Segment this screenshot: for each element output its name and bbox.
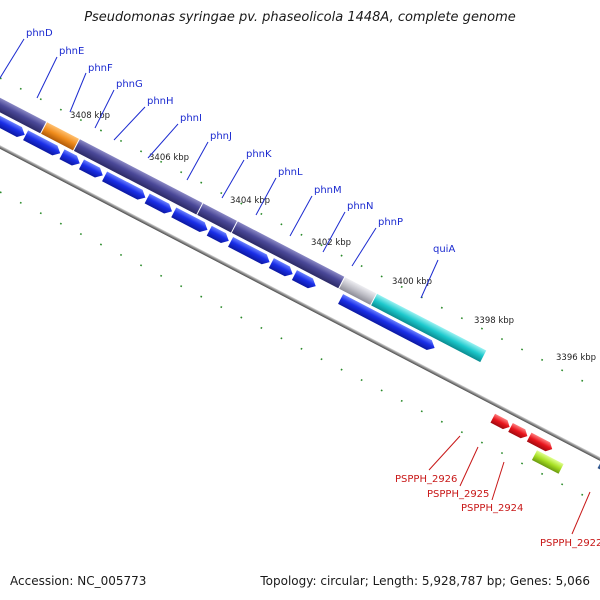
map-title: Pseudomonas syringae pv. phaseolicola 14…: [84, 10, 516, 25]
gene-label-PSPPH_2924[interactable]: PSPPH_2924: [461, 503, 523, 514]
leader-line: [221, 159, 245, 199]
scale-label: 3402 kbp: [311, 238, 351, 248]
leader-line: [186, 141, 209, 181]
leader-line: [0, 38, 25, 79]
cds-arrow[interactable]: [268, 258, 295, 279]
gene-bar-quiA[interactable]: [371, 293, 487, 363]
gene-label-phnF[interactable]: phnF: [88, 63, 113, 74]
gene-label-phnL[interactable]: phnL: [278, 167, 303, 178]
cds-arrow[interactable]: [228, 236, 272, 267]
gene-label-quiA[interactable]: quiA: [433, 244, 455, 255]
gene-label-PSPPH_2926[interactable]: PSPPH_2926: [395, 474, 457, 485]
tick-guide-lower: [0, 191, 600, 505]
leader-line: [571, 491, 591, 535]
gene-label-phnM[interactable]: phnM: [314, 185, 342, 196]
lower-leader-lines: [428, 435, 591, 535]
gene-label-phnH[interactable]: phnH: [147, 96, 174, 107]
cds-row-lower: [490, 413, 600, 487]
cds-arrow[interactable]: [59, 149, 82, 168]
cds-arrow[interactable]: [78, 159, 105, 180]
cds-arrow[interactable]: [144, 193, 175, 217]
cds-arrow[interactable]: [0, 103, 27, 140]
gene-label-phnG[interactable]: phnG: [116, 79, 143, 90]
upper-gene-labels: phnD phnE phnF phnG phnH phnI phnJ phnK …: [26, 28, 455, 255]
leader-line: [255, 177, 277, 216]
cds-arrow[interactable]: [206, 225, 232, 246]
gene-bar-phnD[interactable]: [0, 88, 47, 134]
leader-line: [322, 211, 346, 253]
genome-summary-text: Topology: circular; Length: 5,928,787 bp…: [260, 574, 590, 588]
leader-line: [69, 72, 87, 113]
genome-backbone: [0, 126, 600, 480]
leader-line: [36, 56, 58, 99]
gene-label-phnK[interactable]: phnK: [246, 149, 272, 160]
gene-row-upper: [0, 88, 487, 363]
accession-text: Accession: NC_005773: [10, 574, 147, 588]
upper-leader-lines: [0, 38, 439, 299]
gene-label-phnD[interactable]: phnD: [26, 28, 53, 39]
gene-label-phnJ[interactable]: phnJ: [210, 131, 232, 142]
cds-red-arrow[interactable]: [490, 413, 511, 432]
gene-bar-phnK[interactable]: [197, 203, 237, 233]
gene-label-phnN[interactable]: phnN: [347, 201, 374, 212]
gene-label-PSPPH_2922[interactable]: PSPPH_2922: [540, 538, 600, 549]
tick-guide-upper: [0, 77, 600, 391]
scale-label: 3406 kbp: [149, 153, 189, 163]
feature-track: [0, 88, 600, 487]
tick-guides: [0, 77, 600, 505]
leader-line: [459, 446, 479, 487]
leader-line: [420, 259, 439, 299]
leader-line: [428, 435, 461, 471]
leader-line: [289, 195, 313, 237]
gene-label-phnI[interactable]: phnI: [180, 113, 202, 124]
gene-bar-phnL-phnM[interactable]: [231, 221, 345, 289]
cds-row-upper: [0, 103, 437, 353]
leader-line: [491, 461, 505, 501]
cds-arrow[interactable]: [338, 294, 437, 353]
leader-line: [113, 106, 146, 141]
gene-bar-phnP[interactable]: [339, 277, 377, 305]
scale-label: 3396 kbp: [556, 353, 596, 363]
cds-arrow[interactable]: [102, 171, 148, 202]
gene-label-PSPPH_2925[interactable]: PSPPH_2925: [427, 489, 489, 500]
leader-line: [147, 123, 179, 159]
cds-red-arrow[interactable]: [508, 422, 529, 441]
scale-label: 3400 kbp: [392, 277, 432, 287]
gene-bar-phnF-phnJ[interactable]: [73, 139, 203, 215]
scale-label: 3408 kbp: [70, 111, 110, 121]
gene-bar-phnE[interactable]: [41, 122, 80, 151]
leader-line: [94, 89, 115, 129]
scale-label: 3404 kbp: [230, 196, 270, 206]
leader-line: [351, 227, 377, 267]
cds-arrow[interactable]: [291, 270, 318, 291]
scale-label: 3398 kbp: [474, 316, 514, 326]
lower-gene-labels: PSPPH_2926 PSPPH_2925 PSPPH_2924 PSPPH_2…: [395, 474, 600, 549]
gene-label-phnE[interactable]: phnE: [59, 46, 84, 57]
gene-label-phnP[interactable]: phnP: [378, 217, 403, 228]
scale-labels: 3408 kbp 3406 kbp 3404 kbp 3402 kbp 3400…: [70, 111, 596, 363]
cds-red-arrow[interactable]: [526, 432, 555, 454]
cds-arrow[interactable]: [171, 207, 210, 234]
cds-lime-box[interactable]: [531, 450, 564, 474]
cds-arrow[interactable]: [23, 130, 63, 158]
